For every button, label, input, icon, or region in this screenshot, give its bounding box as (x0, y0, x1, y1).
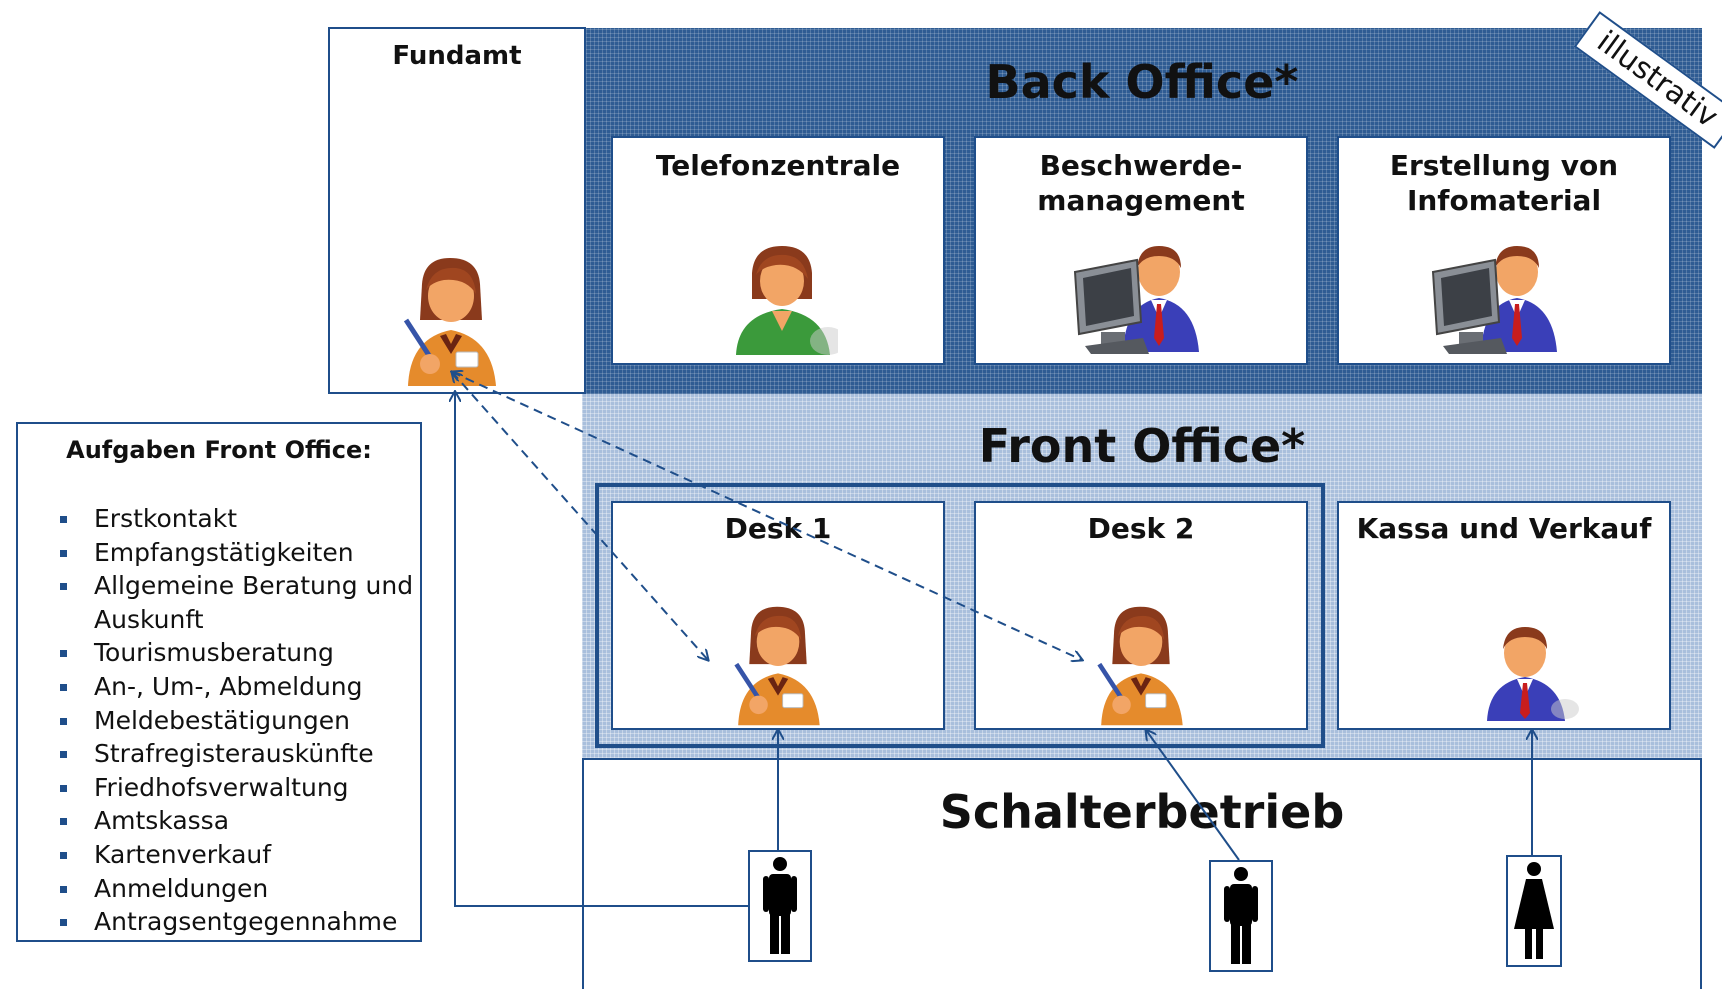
front-office-tasks-box: Aufgaben Front Office: Erstkontakt Empfa… (16, 422, 422, 942)
panel-desk-2: Desk 2 (974, 501, 1308, 730)
task-item: Friedhofsverwaltung (40, 771, 413, 805)
task-item: Strafregisterauskünfte (40, 737, 413, 771)
fundamt-title: Fundamt (392, 41, 522, 71)
panel-infomaterial-title-line1: Erstellung von (1389, 149, 1619, 182)
panel-telefonzentrale-title: Telefonzentrale (655, 149, 901, 182)
task-item: Meldebestätigungen (40, 704, 413, 738)
male-computer-user-icon (1073, 246, 1199, 354)
task-item: Anmeldungen (40, 872, 413, 906)
panel-beschwerde-title-line2: management (1037, 184, 1245, 217)
male-computer-user-icon (1431, 246, 1557, 354)
dashed-arrow-fundamt-desk2 (452, 372, 1082, 660)
visitor-woman (1506, 855, 1562, 967)
solid-arrow-visitor-fundamt (455, 392, 748, 907)
dashed-arrow-fundamt-desk1 (452, 372, 708, 660)
panel-kassa-title: Kassa und Verkauf (1356, 512, 1652, 545)
tasks-title: Aufgaben Front Office: (66, 436, 372, 464)
panel-kassa: Kassa und Verkauf (1337, 501, 1671, 730)
task-item: Kartenverkauf (40, 838, 413, 872)
task-item: Tourismusberatung (40, 636, 413, 670)
task-item: Erstkontakt (40, 502, 413, 536)
panel-telefonzentrale: Telefonzentrale (611, 136, 945, 365)
task-item: Allgemeine Beratung und (40, 569, 413, 603)
visitor-man-2 (1209, 860, 1273, 972)
man-pictogram-icon (763, 857, 797, 954)
woman-pictogram-icon (1514, 862, 1554, 959)
panel-infomaterial: Erstellung von Infomaterial (1337, 136, 1671, 365)
counter-title: Schalterbetrieb (939, 785, 1345, 839)
male-businessman-icon (1487, 627, 1579, 721)
female-operator-icon (736, 246, 838, 355)
panel-desk-2-title: Desk 2 (1087, 512, 1195, 545)
back-office-title: Back Office* (985, 55, 1299, 109)
visitor-man-1 (748, 850, 812, 962)
tasks-list: Erstkontakt Empfangstätigkeiten Allgemei… (40, 502, 413, 939)
solid-arrow-visitor-desk2 (1146, 730, 1240, 861)
task-item-continuation: Auskunft (94, 604, 204, 634)
man-pictogram-icon (1224, 867, 1258, 964)
panel-beschwerdemanagement: Beschwerde- management (974, 136, 1308, 365)
task-item: Amtskassa (40, 804, 413, 838)
task-item: Empfangstätigkeiten (40, 536, 413, 570)
task-item: An-, Um-, Abmeldung (40, 670, 413, 704)
female-clerk-icon (1097, 606, 1183, 726)
task-item: Antragsentgegennahme (40, 905, 413, 939)
panel-infomaterial-title-line2: Infomaterial (1406, 184, 1602, 217)
panel-beschwerde-title-line1: Beschwerde- (1039, 149, 1243, 182)
